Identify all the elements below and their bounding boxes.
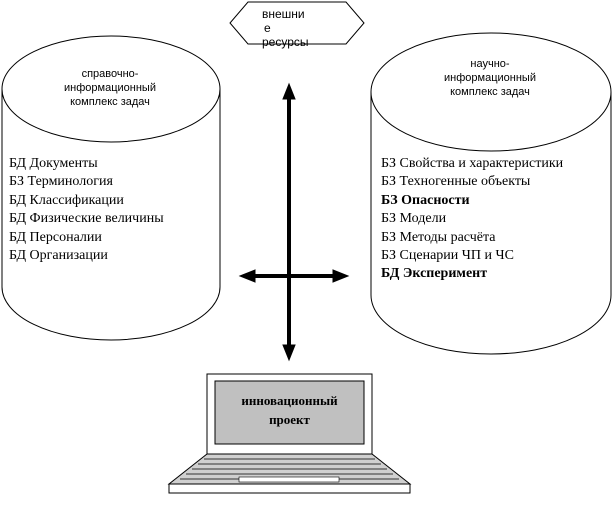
laptop-label-line1: инновационный bbox=[241, 393, 338, 408]
laptop-label-line2: проект bbox=[269, 412, 310, 427]
keyboard-keys bbox=[180, 458, 399, 483]
left-cylinder-body bbox=[1, 89, 221, 341]
right_cylinder-item: БЗ Свойства и характеристики bbox=[381, 156, 564, 171]
right_cylinder-item: БЗ Техногенные объекты bbox=[381, 174, 531, 190]
left-header-line3: комплекс задач bbox=[70, 96, 150, 108]
right_cylinder-item: БД Эксперимент bbox=[381, 266, 488, 282]
horizontal-arrow bbox=[238, 269, 350, 283]
left-header-line1: справочно- bbox=[81, 68, 139, 80]
left_cylinder-item: БД Классификации bbox=[9, 192, 124, 208]
left_cylinder-item: БЗ Терминология bbox=[9, 174, 113, 190]
right-cylinder-list: БЗ Свойства и характеристики БЗ Техногенн… bbox=[381, 155, 563, 284]
left-cylinder-top bbox=[1, 35, 221, 143]
right-cylinder-top bbox=[370, 32, 612, 152]
right-header-line3: комплекс задач bbox=[450, 86, 530, 98]
left_cylinder-item: БД Физические величины bbox=[9, 211, 164, 227]
laptop bbox=[167, 373, 412, 494]
left-cylinder-header: справочно- информационный комплекс задач bbox=[30, 67, 190, 109]
external-resources-label: внешни е ресурсы bbox=[248, 7, 318, 49]
right-cylinder-header: научно- информационный комплекс задач bbox=[410, 57, 570, 99]
external-resources-line2: е bbox=[264, 21, 271, 35]
right-header-line1: научно- bbox=[470, 58, 510, 70]
vertical-arrow bbox=[282, 82, 296, 362]
left_cylinder-item: БД Документы bbox=[9, 156, 98, 171]
right-header-line2: информационный bbox=[444, 72, 536, 84]
left-header-line2: информационный bbox=[64, 82, 156, 94]
right_cylinder-item: БЗ Методы расчёта bbox=[381, 229, 496, 245]
left_cylinder-item: БД Организации bbox=[9, 248, 108, 264]
left-cylinder-list: БД Документы БЗ Терминология БД Классифика… bbox=[9, 155, 164, 265]
left_cylinder-item: БД Персоналии bbox=[9, 229, 102, 245]
external-resources-hexagon bbox=[229, 1, 365, 45]
external-resources-line1: внешни bbox=[262, 7, 305, 21]
right_cylinder-item: БЗ Сценарии ЧП и ЧС bbox=[381, 248, 514, 264]
right_cylinder-item: БЗ Модели bbox=[381, 211, 447, 227]
laptop-screen bbox=[214, 380, 365, 445]
left-cylinder bbox=[1, 35, 221, 341]
right_cylinder-item: БЗ Опасности bbox=[381, 192, 470, 208]
right-cylinder-body bbox=[370, 92, 612, 355]
laptop-front-edge bbox=[168, 483, 411, 494]
right-cylinder bbox=[370, 32, 612, 355]
external-resources-line3: ресурсы bbox=[262, 35, 309, 49]
laptop-label: инновационный проект bbox=[215, 391, 364, 429]
